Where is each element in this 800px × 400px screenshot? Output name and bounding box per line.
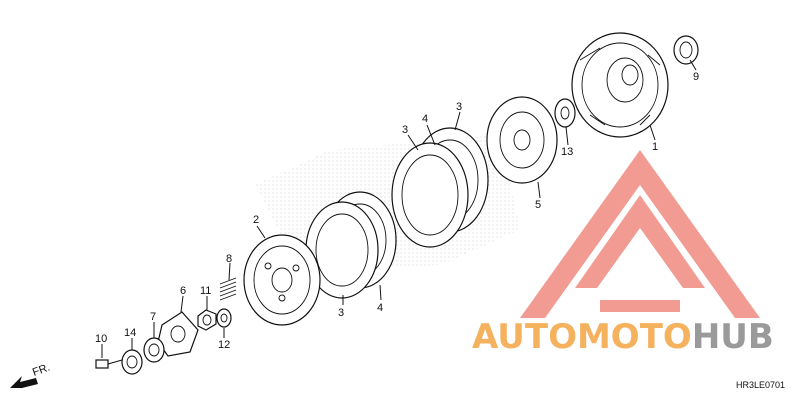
watermark-part1: AUTOMOTO xyxy=(472,317,692,357)
callout-10: 10 xyxy=(95,333,107,345)
lock-nut xyxy=(197,309,217,331)
bushing xyxy=(673,35,699,65)
callout-12: 12 xyxy=(218,339,230,351)
clutch-center xyxy=(243,234,321,326)
callout-4b: 4 xyxy=(377,302,383,314)
callout-13: 13 xyxy=(561,146,573,158)
callout-11: 11 xyxy=(200,285,211,297)
bolt xyxy=(95,359,123,369)
callout-1: 1 xyxy=(652,141,658,153)
callout-3a: 3 xyxy=(338,307,344,319)
lock-washer xyxy=(216,308,232,328)
watermark-logo xyxy=(520,150,760,318)
image-code: HR3LE0701 xyxy=(736,380,785,390)
callout-7: 7 xyxy=(150,311,156,323)
callout-9: 9 xyxy=(693,71,699,83)
callout-3c: 3 xyxy=(456,101,462,113)
callout-2: 2 xyxy=(253,214,259,226)
fr-label: FR. xyxy=(31,361,52,378)
clutch-spring xyxy=(219,277,237,301)
front-direction-arrow xyxy=(10,376,38,388)
watermark-text: AUTOMOTOHUB xyxy=(472,317,774,357)
leader-lines xyxy=(101,59,697,358)
thrust-washer xyxy=(554,98,576,128)
callout-6: 6 xyxy=(180,285,186,297)
clutch-outer xyxy=(571,32,669,138)
bearing xyxy=(121,349,143,375)
callout-3b: 3 xyxy=(402,124,408,136)
callout-5: 5 xyxy=(535,199,541,211)
callout-8: 8 xyxy=(226,253,232,265)
callout-4a: 4 xyxy=(422,113,428,125)
pressure-plate xyxy=(486,96,558,184)
callout-14: 14 xyxy=(124,327,136,339)
lifter-bearing xyxy=(143,337,165,363)
watermark-part2: HUB xyxy=(692,317,774,357)
clutch-disc-stack xyxy=(305,127,489,299)
